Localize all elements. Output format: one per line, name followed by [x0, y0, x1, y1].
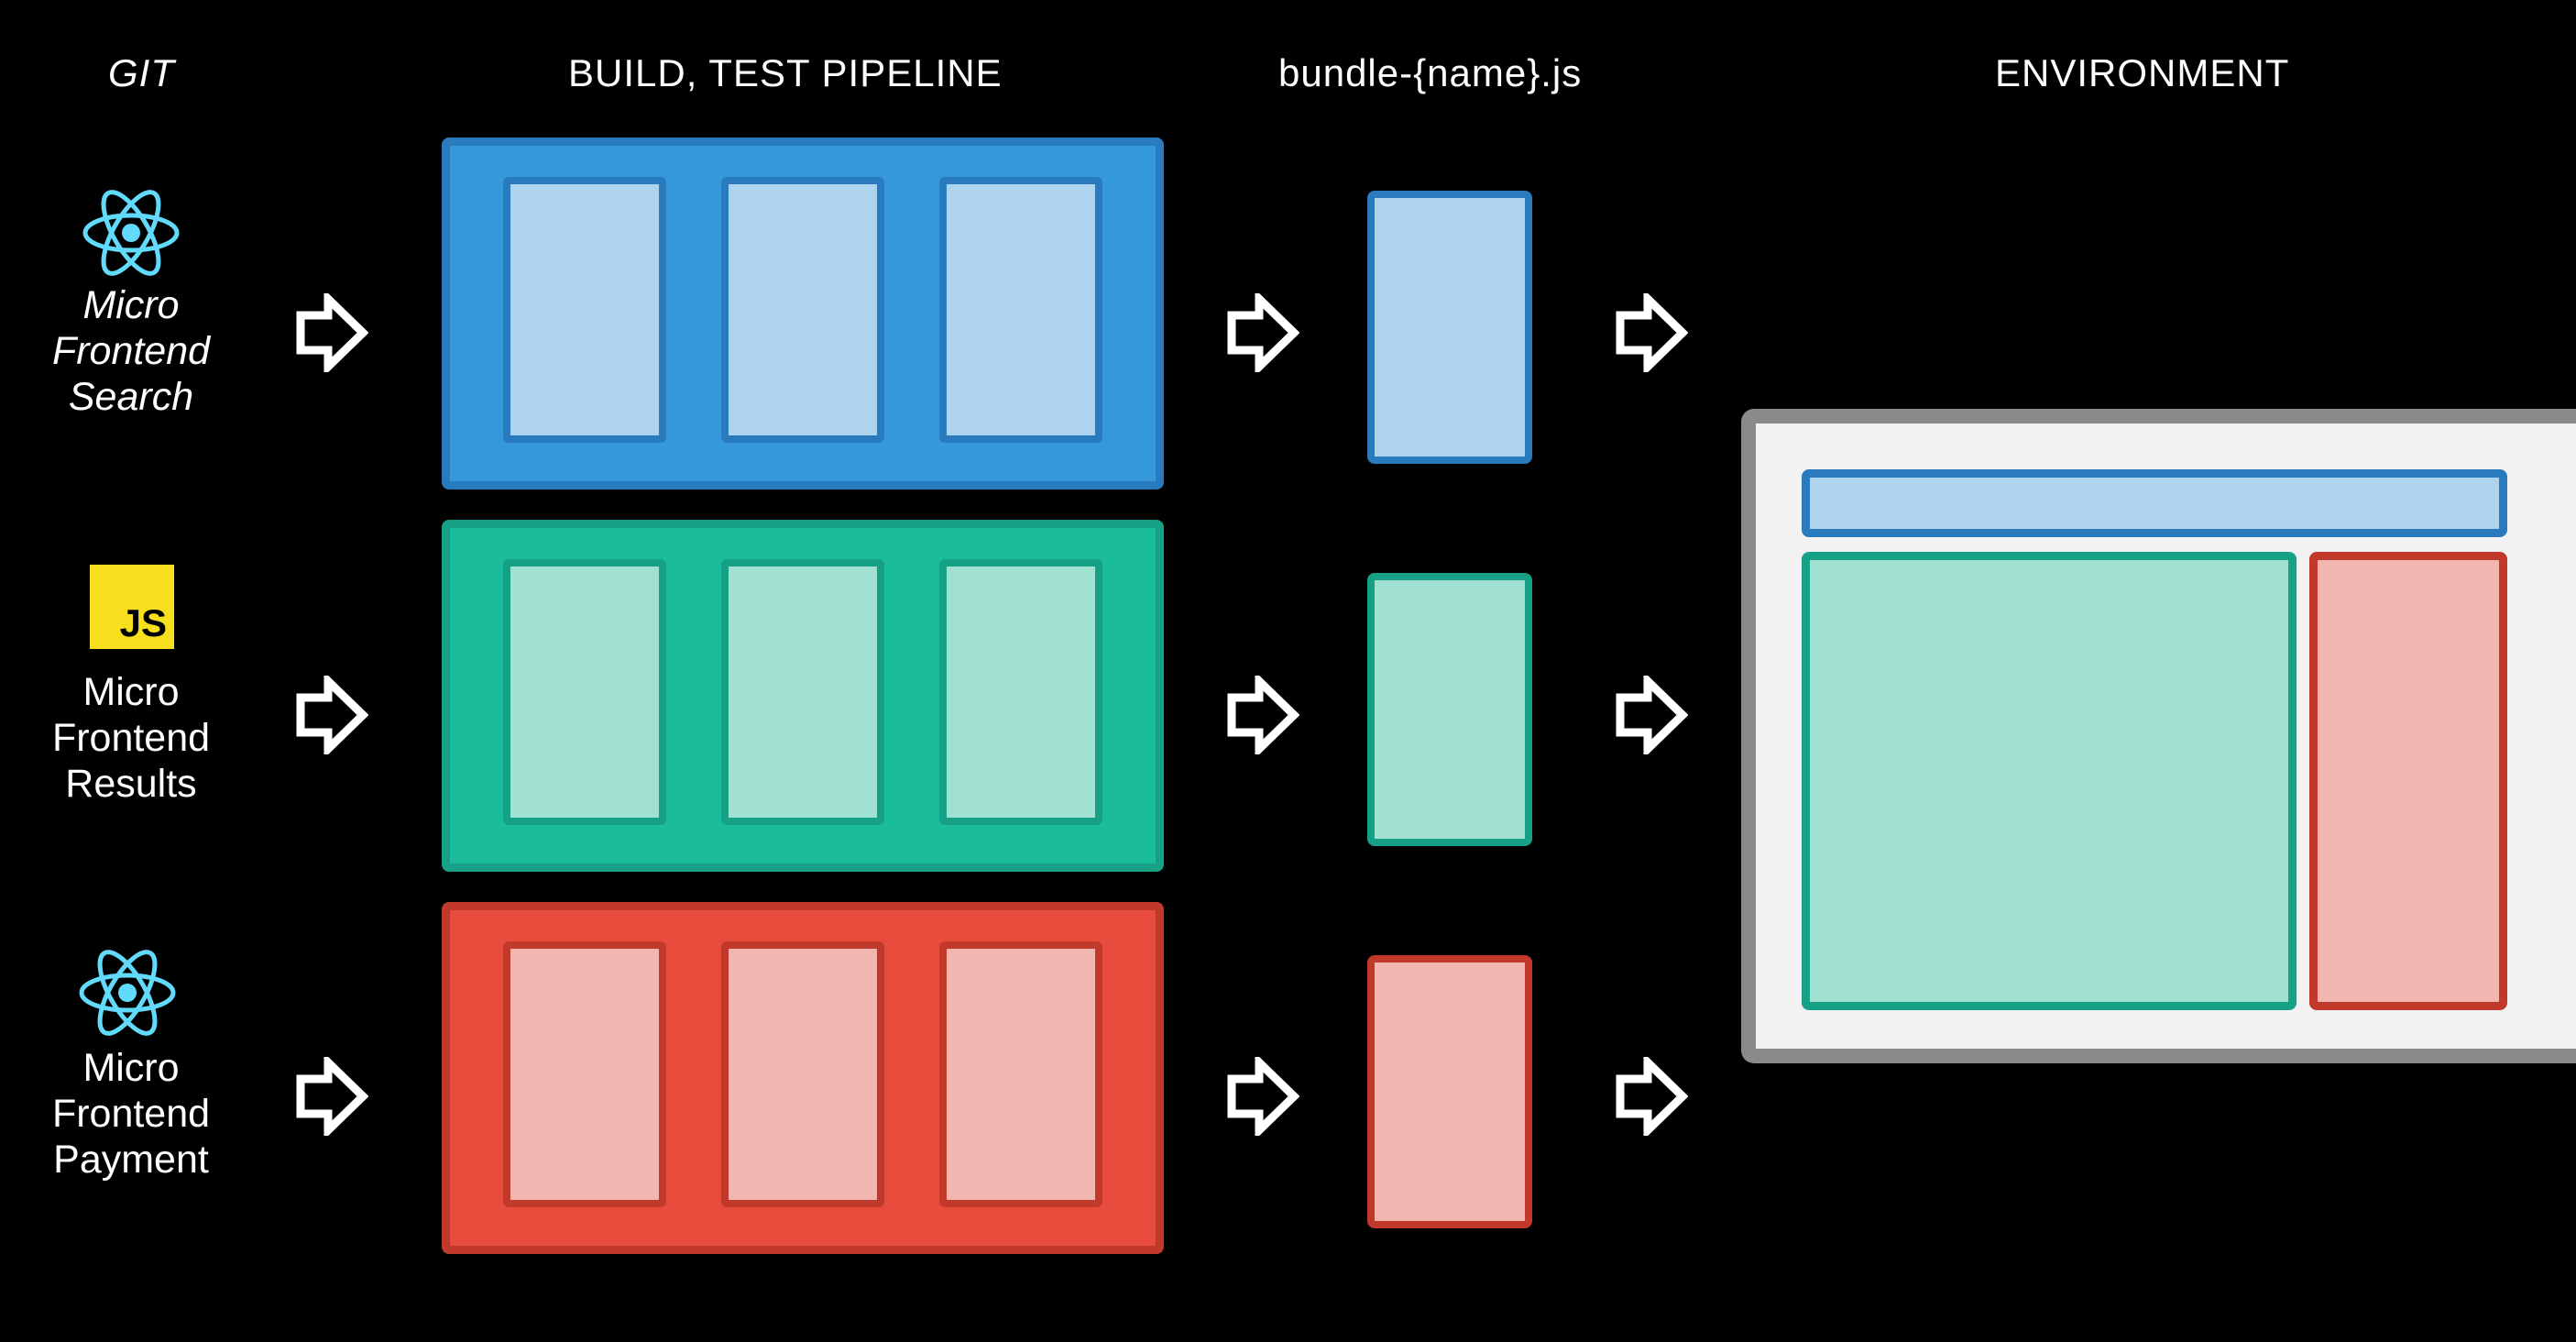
react-icon: [79, 950, 176, 1036]
bundle-search: [1367, 191, 1532, 464]
environment-results-region: [1802, 552, 2296, 1010]
react-icon: [82, 190, 180, 276]
right-arrow-icon: [296, 1057, 368, 1136]
environment-window: [1741, 409, 2576, 1063]
bundle-payment: [1367, 955, 1532, 1228]
pipeline-stage: [721, 941, 884, 1207]
pipeline-search: [442, 138, 1164, 490]
pipeline-stage: [503, 941, 666, 1207]
pipeline-stage: [721, 559, 884, 825]
row-label-payment: Micro Frontend Payment: [51, 1046, 211, 1182]
pipeline-payment: [442, 902, 1164, 1254]
row-label-search: Micro Frontend Search: [51, 283, 211, 419]
pipeline-stage: [939, 177, 1102, 443]
javascript-icon: JS: [90, 565, 174, 649]
right-arrow-icon: [1616, 676, 1688, 754]
pipeline-results: [442, 520, 1164, 872]
row-label-results: Micro Frontend Results: [51, 670, 211, 806]
environment-search-region: [1802, 469, 2507, 537]
pipeline-stage: [939, 559, 1102, 825]
git-header: GIT: [108, 51, 175, 94]
right-arrow-icon: [296, 676, 368, 754]
right-arrow-icon: [1227, 293, 1299, 372]
pipeline-stage: [503, 177, 666, 443]
right-arrow-icon: [1616, 293, 1688, 372]
bundle-results: [1367, 573, 1532, 846]
right-arrow-icon: [296, 293, 368, 372]
pipeline-stage: [721, 177, 884, 443]
right-arrow-icon: [1227, 676, 1299, 754]
pipeline-stage: [503, 559, 666, 825]
environment-payment-region: [2309, 552, 2507, 1010]
pipeline-header: BUILD, TEST PIPELINE: [568, 51, 1003, 94]
pipeline-stage: [939, 941, 1102, 1207]
bundle-header: bundle-{name}.js: [1278, 51, 1583, 94]
right-arrow-icon: [1616, 1057, 1688, 1136]
right-arrow-icon: [1227, 1057, 1299, 1136]
environment-header: ENVIRONMENT: [1995, 51, 2290, 94]
